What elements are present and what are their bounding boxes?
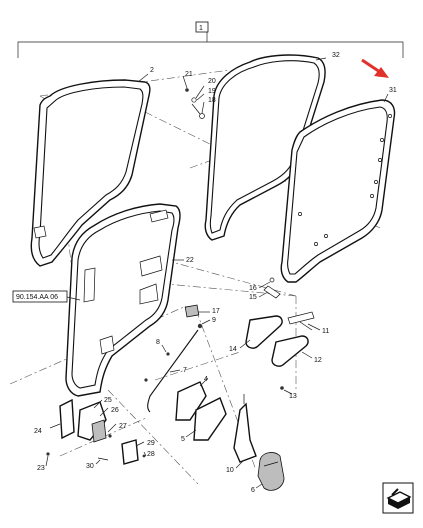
callout-9: 9 xyxy=(212,317,216,324)
callout-2: 2 xyxy=(150,67,154,74)
part-17-plate xyxy=(184,304,203,329)
part-7-rod xyxy=(144,329,199,413)
callout-26: 26 xyxy=(111,407,119,414)
part-22-door-frame xyxy=(65,203,181,397)
callout-17: 17 xyxy=(212,308,220,315)
callout-1: 1 xyxy=(199,25,203,32)
callout-6: 6 xyxy=(251,487,255,494)
part-10-latch xyxy=(233,394,257,463)
callout-31: 31 xyxy=(389,87,397,94)
assembly-bracket xyxy=(17,21,404,58)
callout-30: 30 xyxy=(86,463,94,470)
callout-27: 27 xyxy=(119,423,127,430)
callout-22: 22 xyxy=(186,257,194,264)
part-31-glass-pane xyxy=(280,99,396,283)
callout-8: 8 xyxy=(156,339,160,346)
callout-16: 16 xyxy=(249,285,257,292)
parts-15-16-bolts xyxy=(263,277,281,299)
part-32-glass-seal xyxy=(204,54,326,241)
callout-24: 24 xyxy=(34,428,42,435)
callout-5: 5 xyxy=(181,436,185,443)
callout-29: 29 xyxy=(147,440,155,447)
parts-11-14-handles xyxy=(245,311,315,390)
callout-20: 20 xyxy=(208,78,216,85)
part-2-door-seal xyxy=(30,79,151,267)
part-6-cover xyxy=(257,452,285,491)
parts-24-27-lower-hinge xyxy=(46,398,112,456)
callout-23: 23 xyxy=(37,465,45,472)
callout-labels: 1 2 4 5 6 7 8 9 10 11 12 13 14 15 16 17 … xyxy=(34,25,397,494)
callout-19: 19 xyxy=(208,88,216,95)
leader-lines xyxy=(45,57,389,489)
callout-18: 18 xyxy=(208,97,216,104)
callout-11: 11 xyxy=(322,328,329,335)
highlight-arrow xyxy=(361,58,389,78)
callout-13: 13 xyxy=(289,393,297,400)
callout-box-1 xyxy=(195,21,209,33)
callout-10: 10 xyxy=(226,467,234,474)
callout-7: 7 xyxy=(183,367,187,374)
callout-15: 15 xyxy=(249,294,257,301)
callout-14: 14 xyxy=(229,346,237,353)
parts-18-21-fasteners xyxy=(185,88,205,119)
parts-28-30-bracket xyxy=(97,439,146,465)
callout-12: 12 xyxy=(314,357,322,364)
callout-4: 4 xyxy=(204,376,208,383)
callout-32: 32 xyxy=(332,52,340,59)
callout-28: 28 xyxy=(147,451,155,458)
callout-25: 25 xyxy=(104,397,112,404)
parts-4-5-hinges xyxy=(175,381,227,441)
reference-code: 90.154.AA 06 xyxy=(16,294,58,301)
callout-21: 21 xyxy=(185,71,193,78)
view-orientation-icon[interactable] xyxy=(382,482,414,514)
reference-box: 90.154.AA 06 xyxy=(12,290,68,303)
